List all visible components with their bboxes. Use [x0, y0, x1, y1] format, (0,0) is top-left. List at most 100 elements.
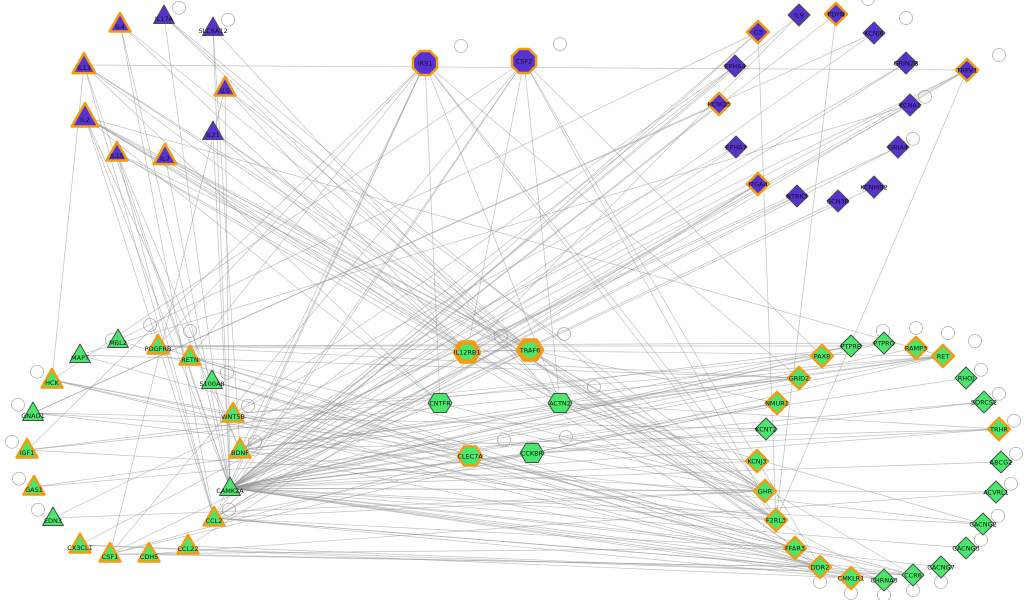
node-shape-diamond[interactable] — [954, 57, 980, 83]
node-shape-diamond[interactable] — [807, 554, 833, 580]
node-NMUR1[interactable]: NMUR1 — [764, 390, 790, 416]
node-shape-diamond[interactable] — [898, 93, 922, 117]
node-IL2[interactable]: IL2 — [70, 101, 100, 128]
node-IL13[interactable]: IL13 — [71, 51, 97, 75]
node-shape-hexagon[interactable] — [456, 445, 484, 467]
node-shape-diamond[interactable] — [787, 3, 811, 27]
node-IL5[interactable]: IL5 — [213, 75, 237, 97]
node-EDN3[interactable]: EDN3 — [31, 502, 64, 526]
node-shape-triangle[interactable] — [146, 333, 170, 355]
node-shape-diamond[interactable] — [754, 417, 778, 441]
node-shape-diamond[interactable] — [872, 568, 896, 592]
node-shape-diamond[interactable] — [903, 335, 929, 361]
node-shape-triangle[interactable] — [22, 474, 46, 496]
node-shape-diamond[interactable] — [930, 343, 956, 369]
node-shape-triangle[interactable] — [22, 401, 44, 421]
node-shape-diamond[interactable] — [823, 1, 849, 27]
node-shape-diamond[interactable] — [745, 171, 771, 197]
node-CX3CL1[interactable]: CX3CL1 — [67, 532, 93, 554]
node-shape-triangle[interactable] — [176, 533, 200, 555]
node-shape-triangle[interactable] — [221, 401, 245, 423]
node-shape-triangle[interactable] — [153, 4, 175, 24]
node-shape-hexagon[interactable] — [515, 338, 545, 362]
node-RET[interactable]: RET — [930, 334, 982, 369]
node-CCR6[interactable]: CCR6 — [901, 563, 925, 597]
node-shape-diamond[interactable] — [972, 390, 996, 414]
node-shape-triangle[interactable] — [70, 101, 100, 128]
node-shape-triangle[interactable] — [228, 437, 252, 459]
node-GRIA4[interactable]: GRIA4 — [886, 131, 920, 159]
node-shape-diamond[interactable] — [826, 189, 850, 213]
node-shape-hexagon[interactable] — [452, 340, 482, 364]
node-ABCG2[interactable]: ABCG2 — [989, 446, 1023, 474]
node-shape-triangle[interactable] — [68, 532, 92, 554]
node-shape-triangle[interactable] — [213, 75, 237, 97]
node-C3[interactable]: C3 — [745, 19, 771, 45]
node-KCNJ6[interactable]: KCNJ6 — [862, 11, 913, 45]
node-GAS1[interactable]: GAS1 — [12, 471, 46, 496]
node-shape-octagon[interactable] — [510, 47, 538, 75]
node-shape-diamond[interactable] — [785, 184, 809, 208]
node-ACVRL1[interactable]: ACVRL1 — [983, 476, 1018, 504]
node-shape-diamond[interactable] — [764, 390, 790, 416]
node-CDH5[interactable]: CDH5 — [137, 541, 161, 563]
node-shape-diamond[interactable] — [894, 51, 918, 75]
node-IL15[interactable]: IL15 — [105, 140, 129, 162]
node-shape-triangle[interactable] — [202, 16, 224, 36]
node-shape-triangle[interactable] — [40, 367, 64, 389]
node-KCNMB2[interactable]: KCNMB2 — [860, 175, 888, 199]
node-shape-diamond[interactable] — [901, 563, 925, 587]
node-RHOJ[interactable]: RHOJ — [954, 362, 988, 390]
node-KCNT2[interactable]: KCNT2 — [754, 417, 778, 441]
node-shape-diamond[interactable] — [839, 334, 863, 358]
node-shape-diamond[interactable] — [744, 448, 770, 474]
node-shape-diamond[interactable] — [971, 512, 995, 536]
node-shape-triangle[interactable] — [15, 437, 39, 459]
node-shape-diamond[interactable] — [786, 365, 812, 391]
node-shape-triangle[interactable] — [219, 476, 241, 496]
node-shape-diamond[interactable] — [872, 331, 896, 355]
node-shape-diamond[interactable] — [929, 555, 953, 579]
node-shape-triangle[interactable] — [105, 140, 129, 162]
node-shape-triangle[interactable] — [42, 506, 64, 526]
node-shape-triangle[interactable] — [71, 51, 97, 75]
node-shape-diamond[interactable] — [838, 565, 864, 591]
node-shape-triangle[interactable] — [201, 369, 223, 389]
node-shape-triangle[interactable] — [98, 541, 122, 563]
node-shape-triangle[interactable] — [152, 142, 178, 166]
node-PDYN[interactable]: PDYN — [823, 0, 875, 27]
node-shape-diamond[interactable] — [782, 535, 808, 561]
node-SLC6A12[interactable]: SLC6A12 — [198, 12, 235, 36]
node-EPHA7[interactable]: EPHA7 — [724, 135, 748, 159]
node-IL21[interactable]: IL21 — [202, 120, 224, 140]
node-shape-triangle[interactable] — [178, 344, 202, 366]
node-IRS1[interactable]: IRS1 — [411, 39, 468, 77]
node-shape-octagon[interactable] — [411, 49, 439, 77]
node-TRPV1[interactable]: TRPV1 — [954, 48, 1006, 83]
node-shape-diamond[interactable] — [706, 91, 732, 117]
node-CACNG7[interactable]: CACNG7 — [927, 555, 955, 589]
node-GRIN2B[interactable]: GRIN2B — [894, 51, 919, 75]
node-shape-diamond[interactable] — [954, 366, 978, 390]
node-CACNG3[interactable]: CACNG3 — [952, 532, 988, 560]
node-IL17A[interactable]: IL17A — [153, 0, 186, 24]
node-MAPT[interactable]: MAPT — [69, 333, 119, 363]
node-SORCS2[interactable]: SORCS2 — [971, 386, 1006, 414]
node-shape-triangle[interactable] — [202, 120, 224, 140]
node-CACNG2[interactable]: CACNG2 — [969, 508, 1005, 536]
node-shape-diamond[interactable] — [862, 175, 886, 199]
node-IL4[interactable]: IL4 — [108, 11, 132, 33]
node-shape-hexagon[interactable] — [519, 442, 545, 464]
node-shape-diamond[interactable] — [752, 478, 778, 504]
node-shape-triangle[interactable] — [108, 11, 132, 33]
node-shape-hexagon[interactable] — [547, 392, 573, 414]
node-shape-diamond[interactable] — [724, 135, 748, 159]
node-IL7[interactable]: IL7 — [152, 142, 178, 166]
node-TRHR[interactable]: TRHR — [986, 413, 1021, 442]
node-shape-diamond[interactable] — [984, 480, 1008, 504]
node-shape-diamond[interactable] — [723, 54, 747, 78]
node-F2RL3[interactable]: F2RL3 — [763, 507, 789, 533]
node-SCN3B[interactable]: SCN3B — [826, 189, 850, 213]
